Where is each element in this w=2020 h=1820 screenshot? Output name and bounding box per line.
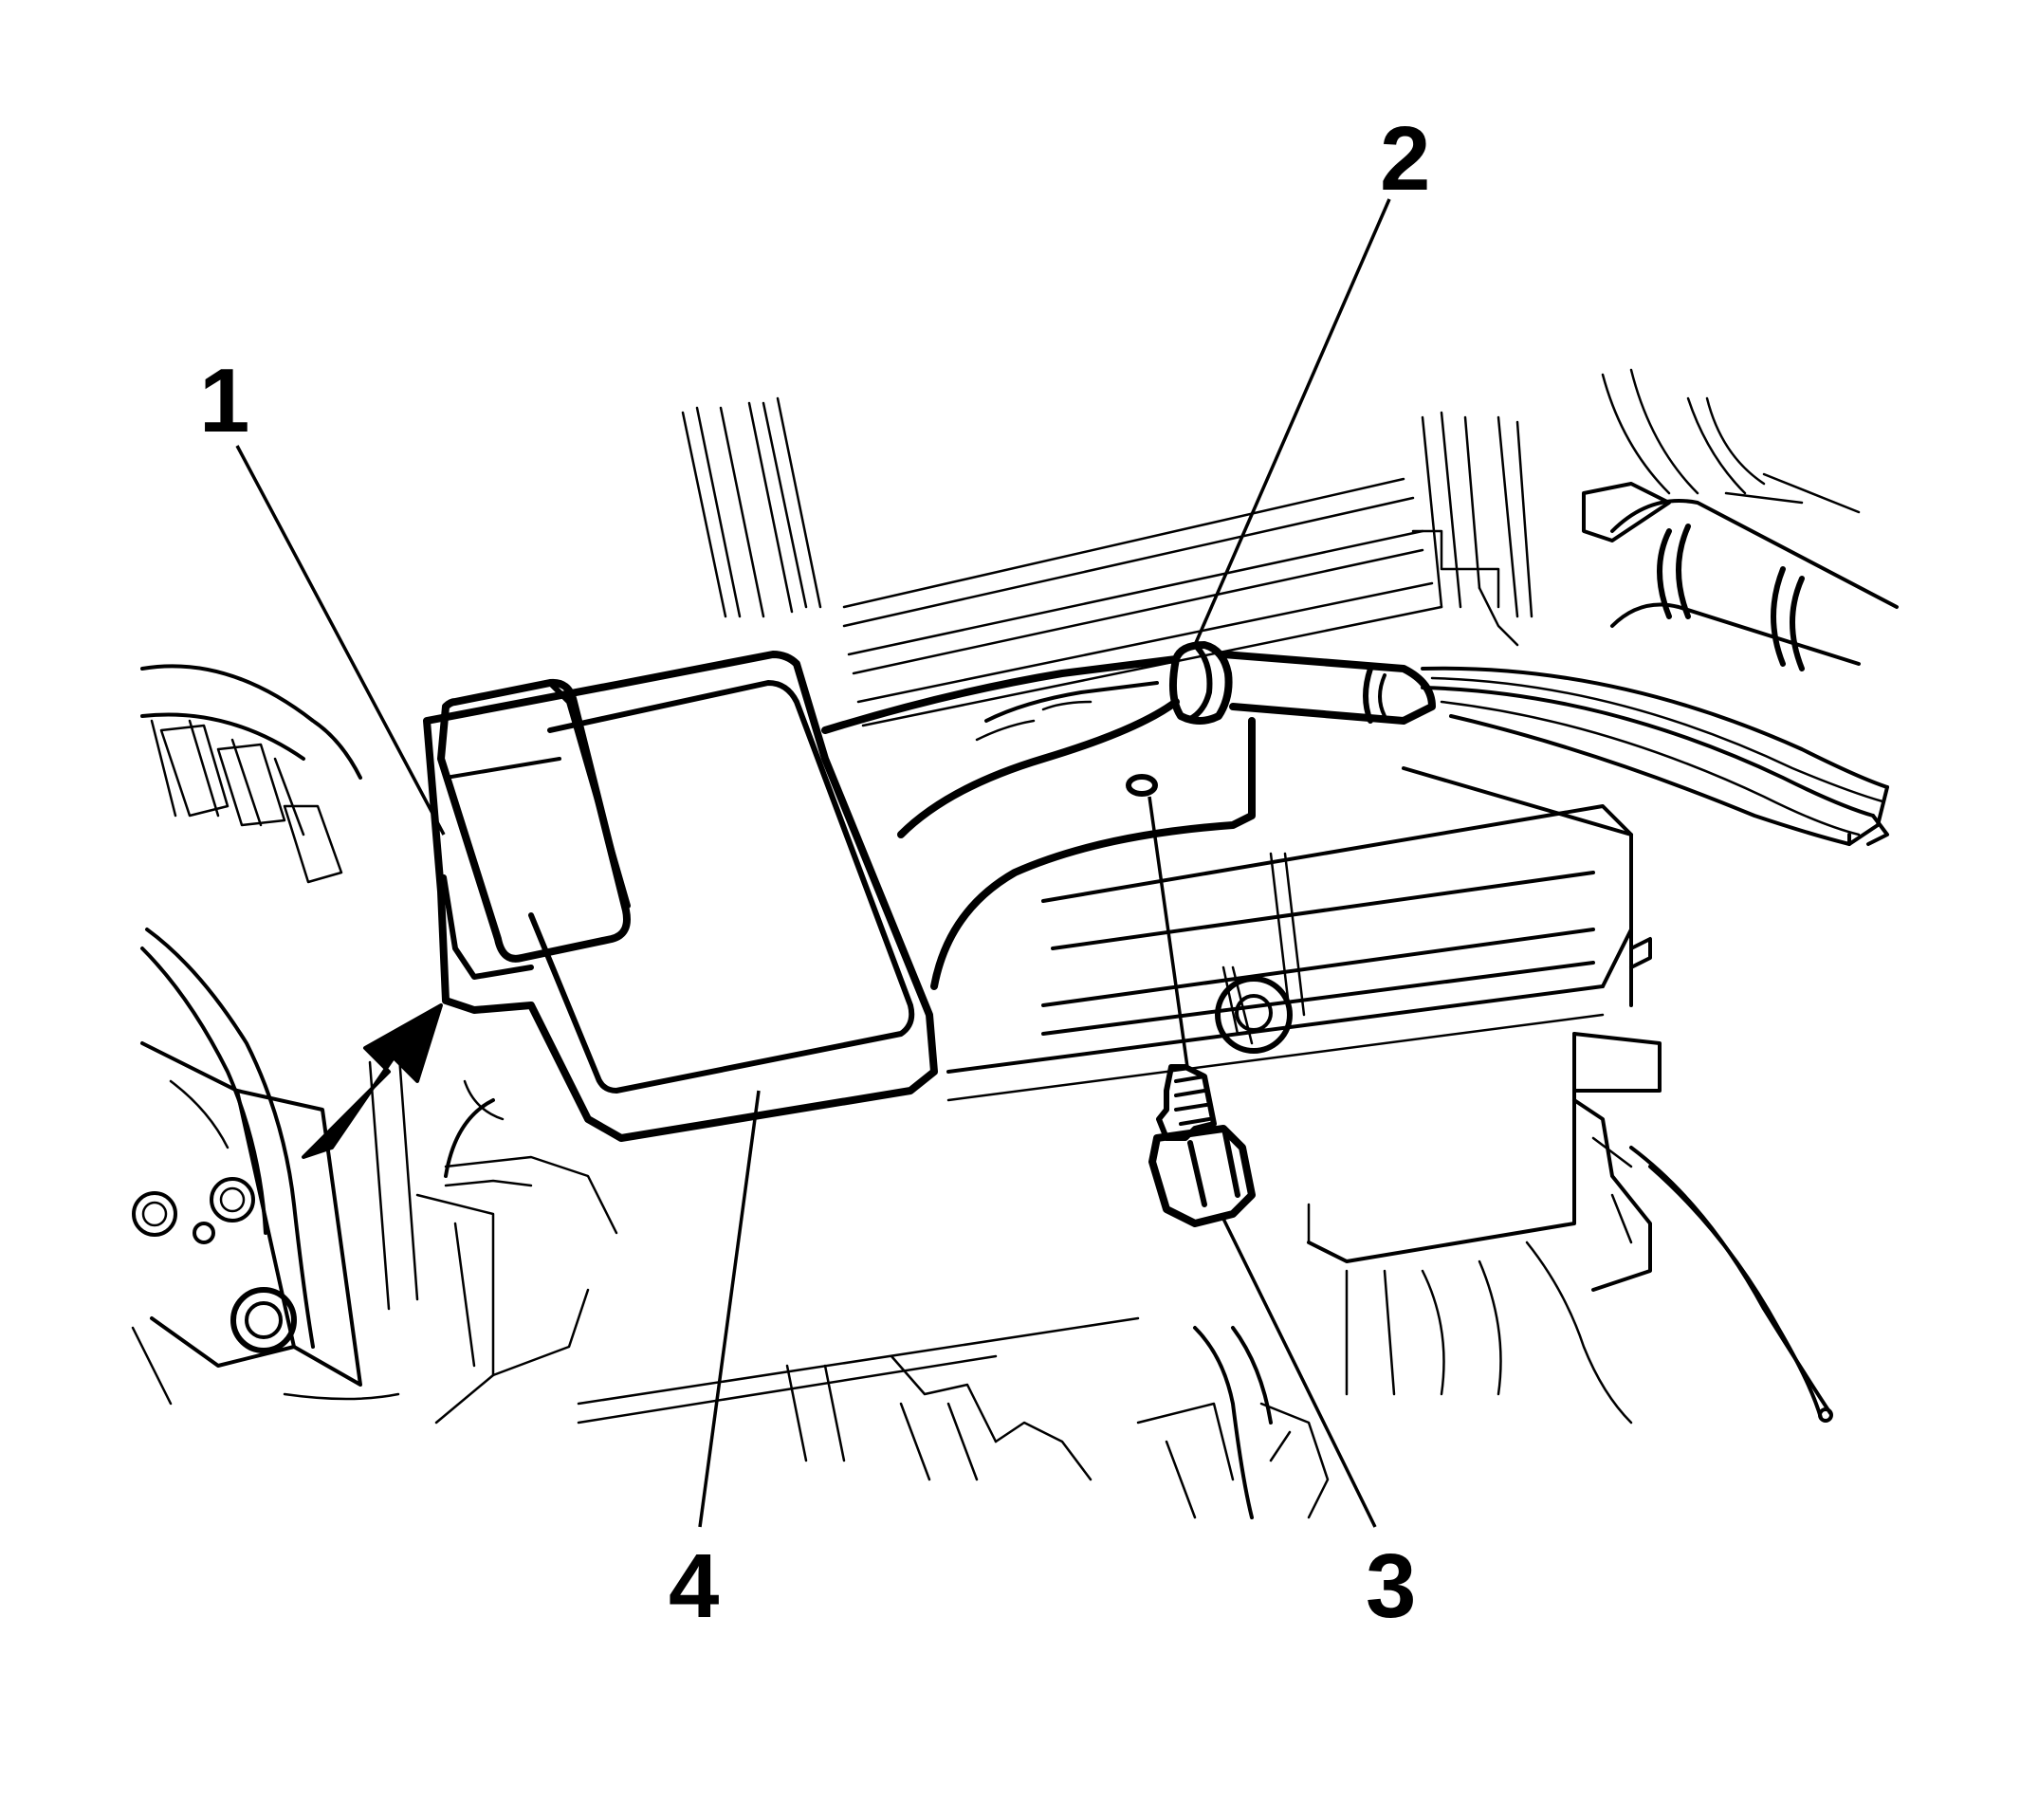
lower-components (785, 1098, 1833, 1519)
callout-4: 4 (669, 1535, 719, 1637)
direction-arrow (302, 1003, 443, 1159)
wire-harness (1421, 666, 1889, 846)
leader-line-2 (1193, 198, 1391, 646)
mounting-structure (444, 396, 1662, 1425)
leader-line-3 (1148, 796, 1189, 1068)
leader-line-3b (1221, 1218, 1377, 1528)
leader-line-1 (235, 445, 446, 836)
callout-labels: 1 2 3 4 (199, 108, 1430, 1637)
control-module (423, 641, 1436, 1142)
bolt (1126, 774, 1256, 1227)
callout-1: 1 (199, 350, 249, 451)
callout-leaders (235, 198, 1391, 1528)
hose-assembly (1582, 368, 1899, 671)
callout-3: 3 (1366, 1535, 1416, 1637)
leader-line-4 (698, 1090, 761, 1528)
wheel-assembly (131, 664, 590, 1425)
callout-2: 2 (1380, 108, 1430, 210)
